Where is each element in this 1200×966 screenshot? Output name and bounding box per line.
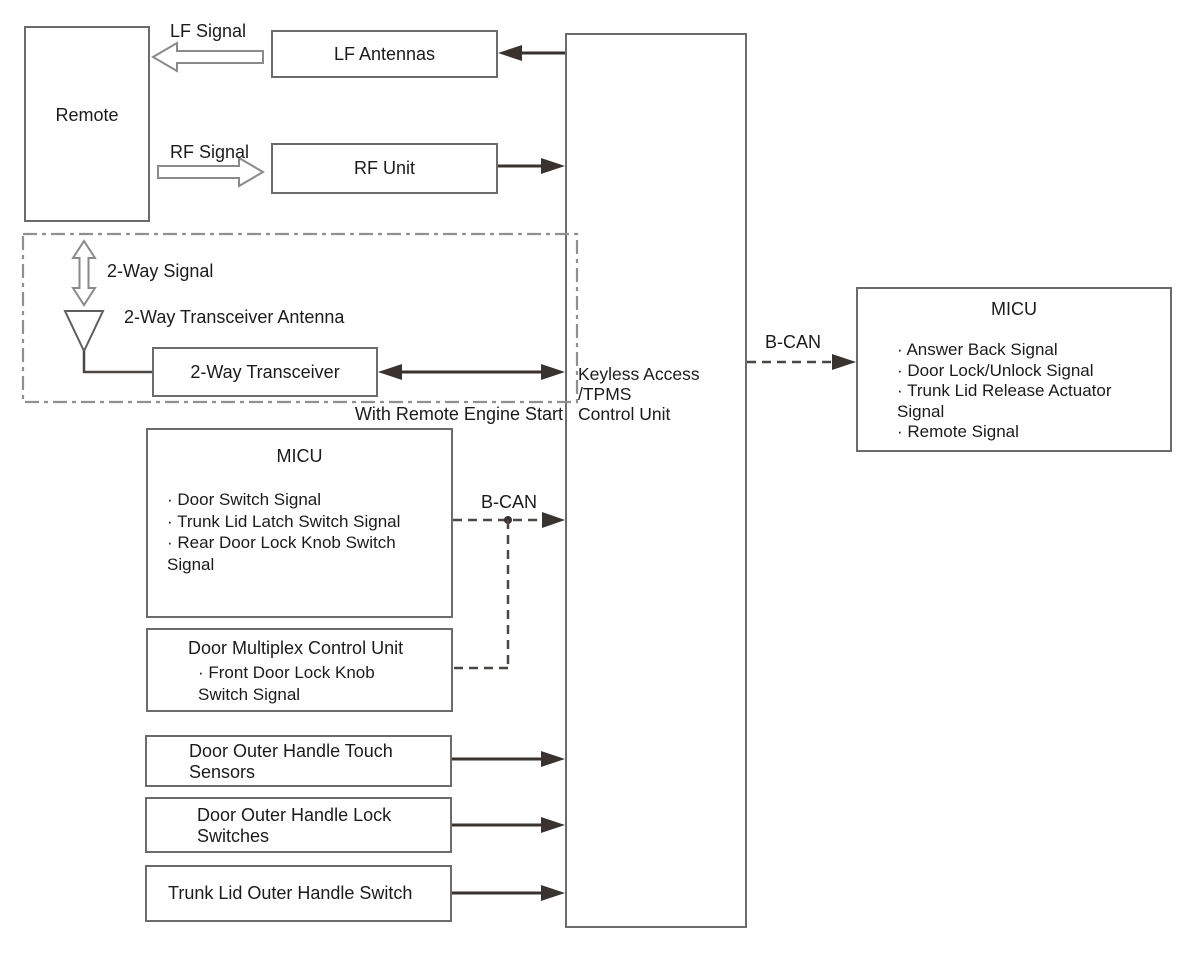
two-way-transceiver-arrowhead-left — [378, 364, 402, 380]
lock-switches-arrowhead — [541, 817, 565, 833]
b-can-junction-dot — [504, 516, 512, 524]
antenna-feed-line — [82, 351, 152, 374]
lf-antennas-box: LF Antennas — [271, 30, 498, 78]
antenna-icon — [63, 310, 105, 354]
b-can-right-arrowhead — [832, 354, 856, 370]
remote-label: Remote — [55, 104, 119, 125]
micu-body-item: · Door Switch Signal — [167, 490, 322, 509]
door-outer-handle-touch-sensors-box: Door Outer Handle Touch Sensors — [145, 735, 452, 787]
micu-right-item: · Remote Signal — [897, 422, 1019, 441]
keyless-access-tpms-control-unit-label: Keyless Access /TPMS Control Unit — [578, 364, 700, 424]
micu-right-item: · Door Lock/Unlock Signal — [897, 360, 1094, 380]
two-way-transceiver-label: 2-Way Transceiver — [190, 361, 340, 382]
rf-signal-hollow-arrow-icon — [157, 156, 265, 188]
micu-right-item: · Trunk Lid Release Actuator Signal — [897, 381, 1112, 421]
trunk-switch-arrowhead — [541, 885, 565, 901]
micu-body-box: MICU · Door Switch Signal · Trunk Lid La… — [146, 428, 453, 618]
b-can-left-label: B-CAN — [480, 492, 537, 512]
door-multiplex-title: Door Multiplex Control Unit — [188, 638, 404, 658]
b-can-right-label: B-CAN — [764, 332, 821, 352]
lf-antennas-label: LF Antennas — [333, 43, 436, 64]
micu-body-item: · Rear Door Lock Knob Switch Signal — [167, 533, 396, 574]
rf-unit-box: RF Unit — [271, 143, 498, 194]
door-outer-handle-lock-switches-label: Door Outer Handle Lock Switches — [197, 805, 392, 846]
trunk-lid-outer-handle-switch-box: Trunk Lid Outer Handle Switch — [145, 865, 452, 922]
micu-body-item: · Trunk Lid Latch Switch Signal — [167, 511, 401, 531]
two-way-transceiver-antenna-label: 2-Way Transceiver Antenna — [124, 307, 345, 327]
keyless-access-tpms-control-unit-box: Keyless Access /TPMS Control Unit — [565, 33, 747, 928]
b-can-left-arrowhead — [542, 512, 565, 528]
rf-signal-label: RF Signal — [170, 142, 250, 162]
two-way-signal-double-arrow-icon — [71, 239, 97, 307]
trunk-lid-outer-handle-switch-label: Trunk Lid Outer Handle Switch — [168, 883, 413, 903]
two-way-transceiver-box: 2-Way Transceiver — [152, 347, 378, 397]
door-multiplex-item: · Front Door Lock Knob Switch Signal — [198, 663, 375, 704]
touch-sensors-arrowhead — [541, 751, 565, 767]
micu-right-title: MICU — [991, 299, 1037, 319]
lf-antennas-arrowhead — [498, 45, 522, 61]
two-way-transceiver-arrowhead-right — [541, 364, 565, 380]
micu-right-item: · Answer Back Signal — [897, 340, 1058, 359]
rf-unit-label: RF Unit — [353, 158, 415, 178]
door-outer-handle-touch-sensors-label: Door Outer Handle Touch Sensors — [189, 741, 393, 782]
lf-signal-hollow-arrow-icon — [151, 41, 264, 73]
micu-right-box: MICU · Answer Back Signal · Door Lock/Un… — [856, 287, 1172, 452]
two-way-signal-label: 2-Way Signal — [107, 261, 214, 281]
lf-signal-label: LF Signal — [170, 21, 247, 41]
micu-body-title: MICU — [276, 446, 323, 466]
door-multiplex-control-unit-box: Door Multiplex Control Unit · Front Door… — [146, 628, 453, 712]
with-remote-engine-start-label: With Remote Engine Start — [354, 404, 563, 424]
door-outer-handle-lock-switches-box: Door Outer Handle Lock Switches — [145, 797, 452, 853]
remote-box: Remote — [24, 26, 150, 222]
rf-unit-arrowhead — [541, 158, 565, 174]
